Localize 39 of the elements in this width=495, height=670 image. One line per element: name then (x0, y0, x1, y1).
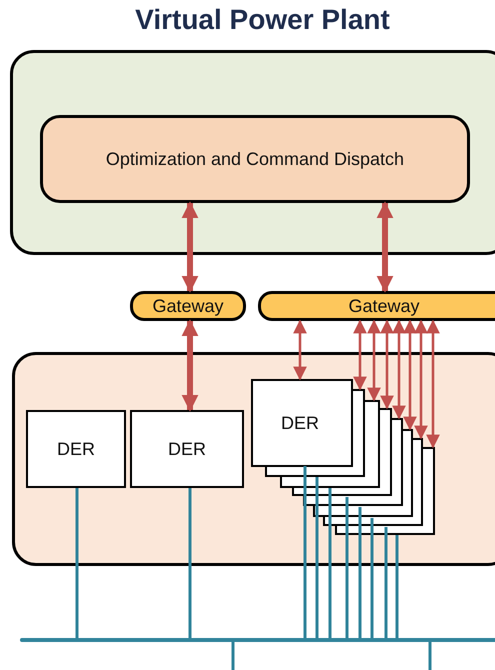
connector-line (188, 488, 192, 638)
der-box (130, 410, 244, 488)
stacked-der-boxes (251, 379, 437, 537)
diagram-title: Virtual Power Plant (134, 4, 391, 36)
box-label: DER (281, 413, 320, 434)
double-arrow (380, 320, 394, 410)
connector-line (304, 466, 306, 638)
double-arrow (426, 320, 440, 448)
box-label: DER (168, 438, 206, 460)
connector-line (428, 642, 432, 670)
connector-line (384, 527, 388, 638)
gateway-box (258, 291, 495, 321)
double-arrow (392, 320, 406, 420)
box-label: Gateway (152, 296, 224, 316)
double-arrow (367, 320, 381, 402)
box-label: Optimization and Command Dispatch (106, 148, 404, 170)
box-label: DER (56, 438, 95, 460)
connector-line (396, 535, 398, 638)
group-panel (12, 352, 495, 566)
double-arrow (182, 319, 198, 412)
connector-line (358, 507, 362, 638)
connector-line (346, 497, 348, 638)
bus-line (20, 638, 495, 642)
system-panel (10, 50, 495, 255)
double-arrow (353, 320, 367, 390)
double-arrow (182, 201, 198, 293)
double-arrow (403, 320, 417, 430)
gateway-box (130, 291, 246, 321)
process-box (40, 115, 470, 203)
box-label: Gateway (348, 296, 420, 316)
double-arrow (376, 201, 394, 293)
double-arrow (414, 320, 428, 440)
connector-line (328, 488, 332, 638)
connector-line (316, 477, 318, 638)
connector-line (370, 518, 374, 638)
connector-line (76, 488, 78, 638)
double-arrow (293, 320, 307, 380)
connector-line (232, 642, 234, 670)
der-box (26, 410, 126, 488)
